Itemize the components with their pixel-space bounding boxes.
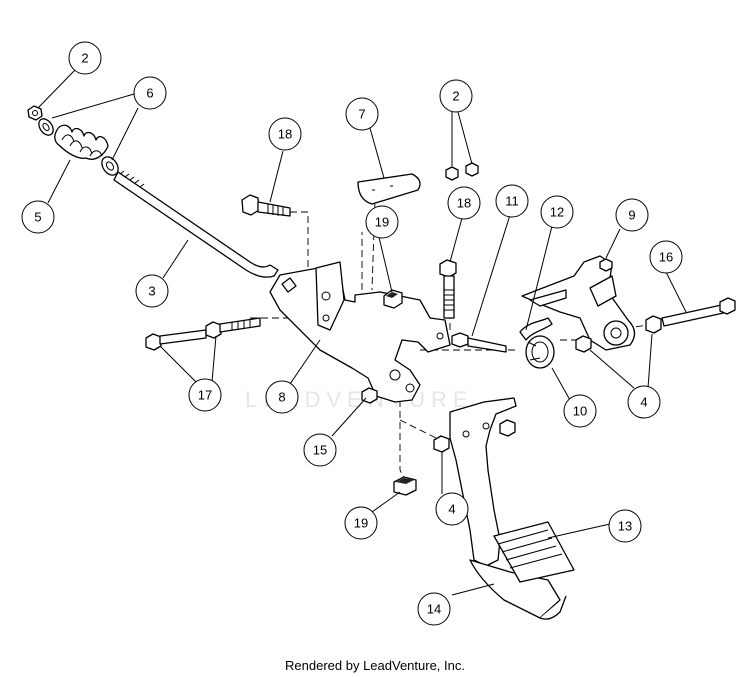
bolt-part-18-center xyxy=(439,259,457,319)
svg-text:18: 18 xyxy=(457,196,471,211)
callout-7: 7 xyxy=(345,97,379,131)
nut-pedal-top xyxy=(499,419,516,437)
svg-text:4: 4 xyxy=(640,395,647,410)
callout-13: 13 xyxy=(608,509,642,543)
svg-text:4: 4 xyxy=(448,502,455,517)
nut-part-15 xyxy=(361,387,378,404)
svg-text:19: 19 xyxy=(375,215,389,230)
bushing-part-10 xyxy=(525,335,555,369)
callout-10: 10 xyxy=(563,394,597,428)
nut-part-19-upper xyxy=(383,289,403,309)
pedal-arm-part-14 xyxy=(449,397,567,620)
svg-text:7: 7 xyxy=(358,107,365,122)
callout-3: 3 xyxy=(135,274,169,308)
washer-part-6-a xyxy=(38,118,54,136)
svg-text:14: 14 xyxy=(427,602,441,617)
callout-17: 17 xyxy=(188,378,222,412)
svg-text:13: 13 xyxy=(618,519,632,534)
callout-4-lower: 4 xyxy=(435,492,469,526)
plate-part-8 xyxy=(269,261,451,403)
callout-16: 16 xyxy=(649,240,683,274)
rod-part-3 xyxy=(113,170,279,278)
svg-text:10: 10 xyxy=(573,404,587,419)
bolt-part-18-left xyxy=(241,194,291,217)
callout-11: 11 xyxy=(495,184,529,218)
svg-text:9: 9 xyxy=(628,208,635,223)
cap-part-7 xyxy=(357,173,421,205)
footer-credit: Rendered by LeadVenture, Inc. xyxy=(285,658,465,673)
svg-text:5: 5 xyxy=(34,210,41,225)
leader-lines xyxy=(37,69,687,596)
nut-part-19-lower xyxy=(393,476,417,496)
svg-text:19: 19 xyxy=(354,516,368,531)
callout-14: 14 xyxy=(417,592,451,626)
svg-text:12: 12 xyxy=(550,205,564,220)
svg-text:2: 2 xyxy=(452,89,459,104)
callout-2-top-right: 2 xyxy=(439,79,473,113)
nut-part-4-center xyxy=(575,335,592,353)
nut-part-2-left xyxy=(27,105,43,121)
bolt-part-11 xyxy=(451,332,507,353)
svg-text:11: 11 xyxy=(505,194,519,209)
callout-9: 9 xyxy=(615,198,649,232)
nut-part-2-right-a xyxy=(445,166,459,181)
bolt-part-16 xyxy=(645,297,736,334)
bolt-part-17-b xyxy=(205,317,261,339)
nut-part-2-right-b xyxy=(465,162,479,177)
bracket-part-9 xyxy=(521,255,636,351)
callout-15: 15 xyxy=(303,433,337,467)
callout-2-top-left: 2 xyxy=(68,41,102,75)
svg-text:2: 2 xyxy=(81,51,88,66)
svg-text:18: 18 xyxy=(278,127,292,142)
svg-text:16: 16 xyxy=(659,250,673,265)
washer-part-6-b xyxy=(101,156,119,176)
callout-19-lower: 19 xyxy=(344,506,378,540)
nut-part-4-lower xyxy=(433,435,450,453)
bolt-part-17-a xyxy=(145,329,207,351)
callout-18-center: 18 xyxy=(447,186,481,220)
callout-19-upper: 19 xyxy=(365,205,399,239)
spring-part-5 xyxy=(54,124,109,160)
callout-8: 8 xyxy=(265,380,299,414)
callout-4-right: 4 xyxy=(627,385,661,419)
svg-text:15: 15 xyxy=(313,443,327,458)
svg-text:3: 3 xyxy=(148,284,155,299)
svg-text:6: 6 xyxy=(146,86,153,101)
callout-5: 5 xyxy=(21,200,55,234)
callout-6: 6 xyxy=(133,76,167,110)
svg-text:17: 17 xyxy=(198,388,212,403)
callout-12: 12 xyxy=(540,195,574,229)
svg-text:8: 8 xyxy=(278,390,285,405)
callout-18-left: 18 xyxy=(268,117,302,151)
spring-part-12 xyxy=(519,317,553,341)
